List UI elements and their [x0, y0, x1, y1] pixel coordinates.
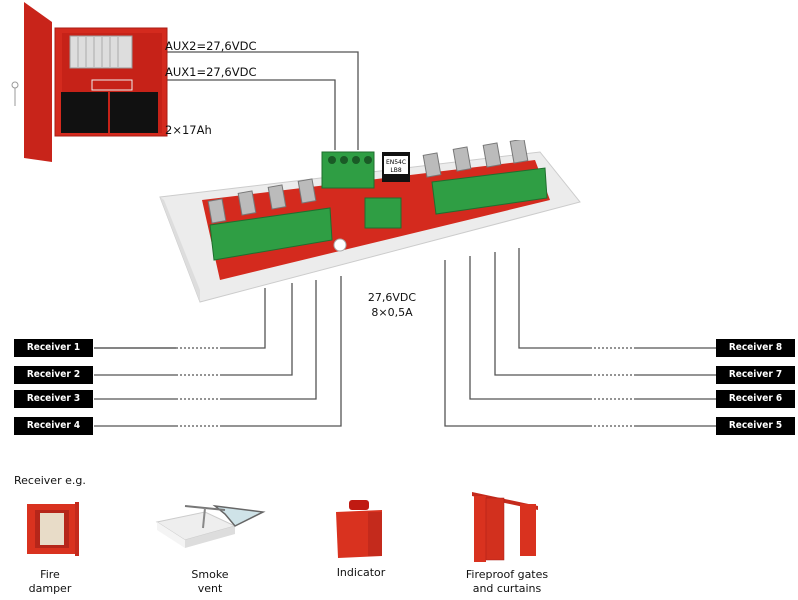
receiver-5: Receiver 5: [716, 417, 795, 435]
wire-receiver-8: [518, 248, 590, 349]
indicator-image: [336, 500, 382, 558]
aux2-wire: [160, 51, 359, 150]
wire-receiver-1: [222, 288, 266, 349]
power-supply-cabinet: [11, 2, 168, 162]
chip-label-2: LB8: [390, 167, 401, 174]
wire-receiver-6: [469, 256, 590, 400]
output-voltage: 27,6VDC: [367, 291, 417, 304]
output-current: 8×0,5A: [371, 306, 413, 319]
chip-label-1: EN54C: [386, 159, 406, 166]
receiver-4: Receiver 4: [14, 417, 93, 435]
middle-terminal-block: [364, 197, 402, 229]
receiver-2: Receiver 2: [14, 366, 93, 384]
receiver-7: Receiver 7: [716, 366, 795, 384]
battery-label: 2×17Ah: [165, 123, 212, 137]
battery: [61, 92, 108, 133]
receiver-1: Receiver 1: [14, 339, 93, 357]
wire-receiver-3: [222, 280, 317, 400]
aux1-label: AUX1=27,6VDC: [165, 65, 257, 79]
output-terminal-block-right: [431, 167, 548, 215]
wire-receiver-4: [222, 276, 342, 427]
wire-receiver-2: [222, 283, 293, 376]
fireproof-gate-image: [472, 492, 538, 562]
fire-damper-image: [27, 502, 79, 556]
aux2-label: AUX2=27,6VDC: [165, 39, 257, 53]
receiver-3: Receiver 3: [14, 390, 93, 408]
receiver-6: Receiver 6: [716, 390, 795, 408]
fuse-module-board: EN54C LB8: [159, 140, 581, 303]
examples-heading: Receiver e.g.: [14, 474, 86, 487]
ce-mark: [333, 238, 347, 252]
output-terminal-block-left: [209, 207, 333, 261]
wire-receiver-7: [494, 252, 590, 376]
indicator-caption: Indicator: [336, 566, 386, 579]
aux1-wire: [157, 79, 336, 150]
battery: [110, 92, 158, 133]
wire-receiver-5: [444, 260, 590, 427]
smoke-vent-image: [155, 504, 266, 548]
receiver-8: Receiver 8: [716, 339, 795, 357]
